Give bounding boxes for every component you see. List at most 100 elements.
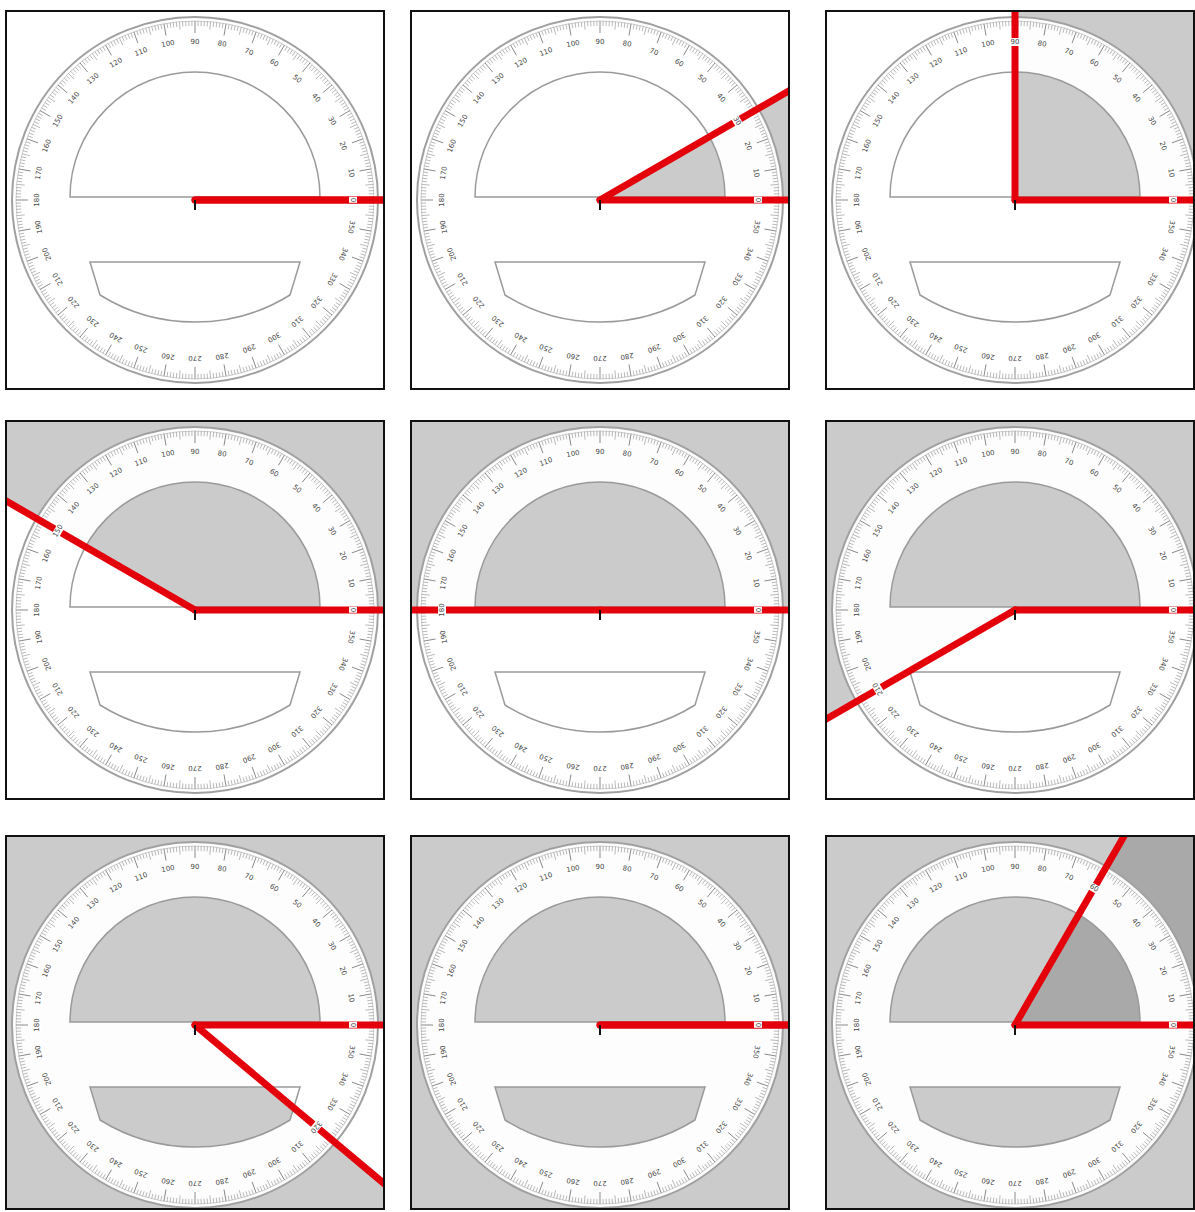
degree-tick: [915, 462, 918, 466]
degree-tick: [511, 45, 517, 55]
degree-tick: [1036, 22, 1038, 27]
degree-tick: [425, 236, 430, 237]
degree-tick: [476, 481, 479, 485]
degree-tick: [957, 365, 959, 370]
degree-tick: [1175, 268, 1180, 270]
degree-tick: [335, 507, 342, 512]
degree-tick: [1086, 36, 1088, 41]
degree-tick: [1042, 23, 1044, 28]
degree-tick: [702, 55, 705, 59]
degree-tick: [452, 707, 456, 710]
degree-tick: [990, 433, 992, 438]
degree-tick: [17, 591, 22, 593]
degree-tick: [66, 486, 70, 489]
degree-tick: [690, 349, 693, 353]
degree-tick: [359, 639, 371, 641]
angle-ray: [195, 197, 385, 204]
degree-tick: [422, 631, 427, 633]
degree-tick: [287, 758, 290, 762]
degree-tick: [292, 754, 295, 758]
degree-tick: [137, 441, 139, 446]
degree-tick: [1024, 21, 1025, 26]
degree-tick: [984, 24, 986, 36]
degree-tick: [48, 97, 55, 102]
degree-tick: [519, 765, 521, 769]
degree-tick: [98, 460, 101, 464]
degree-tick: [365, 160, 370, 161]
degree-tick: [612, 21, 613, 26]
degree-tick: [581, 432, 583, 437]
degree-tick: [344, 518, 348, 521]
degree-tick: [627, 782, 629, 787]
degree-tick: [1059, 437, 1061, 445]
degree-tick: [62, 80, 66, 83]
degree-tick: [495, 465, 498, 469]
degree-tick: [25, 555, 30, 557]
degree-tick: [668, 445, 670, 450]
degree-tick: [969, 437, 971, 445]
degree-tick: [340, 694, 350, 700]
degree-tick: [158, 435, 159, 440]
degree-tick: [1164, 108, 1168, 111]
degree-tick: [1156, 505, 1160, 508]
degree-tick: [231, 435, 232, 440]
degree-tick: [439, 122, 443, 124]
degree-tick: [364, 242, 369, 243]
degree-tick: [71, 481, 74, 485]
degree-tick: [356, 543, 361, 545]
degree-tick: [1087, 38, 1090, 45]
degree-tick: [505, 48, 508, 52]
degree-tick: [224, 434, 226, 446]
degree-tick: [748, 702, 752, 705]
degree-tick: [207, 374, 208, 379]
degree-tick: [29, 675, 34, 677]
degree-tick: [1180, 254, 1185, 256]
degree-tick: [1097, 354, 1099, 358]
degree-tick: [1187, 175, 1192, 177]
degree-tick: [92, 340, 97, 347]
degree-tick: [158, 370, 159, 375]
degree-tick: [435, 268, 440, 270]
degree-tick: [651, 366, 652, 371]
degree-tick: [311, 329, 314, 333]
degree-tick: [554, 365, 556, 373]
degree-tick: [201, 374, 202, 379]
degree-tick: [695, 50, 698, 54]
degree-tick: [114, 765, 116, 769]
degree-tick: [1083, 445, 1085, 450]
degree-tick: [360, 254, 365, 256]
protractor-cutout: [70, 72, 320, 197]
degree-tick: [569, 774, 571, 786]
degree-tick: [1152, 307, 1156, 310]
degree-tick: [545, 365, 547, 370]
degree-tick: [467, 726, 471, 729]
degree-tick: [920, 458, 923, 462]
degree-tick: [771, 165, 776, 167]
degree-tick: [290, 50, 293, 54]
degree-tick: [882, 316, 886, 319]
degree-tick: [252, 31, 254, 36]
degree-tick: [765, 154, 773, 156]
degree-tick: [993, 432, 995, 437]
degree-tick: [266, 359, 268, 364]
degree-tick: [772, 581, 777, 583]
degree-tick: [740, 97, 747, 102]
degree-tick: [182, 21, 183, 26]
degree-tick: [108, 43, 110, 47]
degree-tick: [302, 738, 310, 747]
degree-tick: [1105, 457, 1108, 461]
degree-tick: [314, 737, 317, 741]
protractor-cutout: [90, 262, 300, 322]
degree-tick: [895, 329, 898, 333]
degree-tick: [314, 69, 317, 73]
degree-tick: [364, 652, 369, 653]
degree-tick: [837, 178, 842, 180]
degree-tick: [569, 434, 571, 446]
degree-tick: [642, 26, 643, 31]
degree-tick: [767, 151, 772, 152]
degree-tick: [309, 65, 312, 69]
degree-tick: [672, 355, 675, 362]
degree-tick: [1027, 21, 1028, 26]
degree-tick: [274, 451, 276, 455]
degree-tick: [16, 600, 21, 601]
